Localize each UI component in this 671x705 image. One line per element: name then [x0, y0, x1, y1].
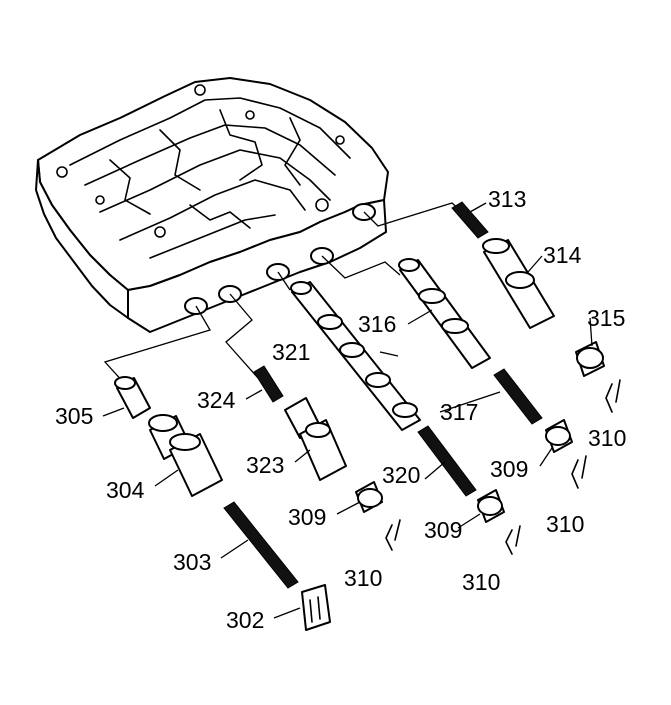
label-314: 314 [543, 242, 582, 268]
valve-assembly-3 [290, 281, 521, 555]
label-310-a: 310 [344, 565, 382, 591]
label-316: 316 [358, 311, 396, 337]
label-320: 320 [382, 462, 420, 488]
valve-assembly-1 [114, 376, 331, 631]
valve-assembly-5 [451, 201, 621, 413]
label-315: 315 [587, 305, 625, 331]
label-305: 305 [55, 403, 93, 429]
label-324: 324 [197, 387, 236, 413]
valve-assembly-4 [398, 258, 587, 489]
label-309-a: 309 [288, 504, 326, 530]
label-309-c: 309 [490, 456, 528, 482]
label-304: 304 [106, 477, 145, 503]
label-310-b: 310 [462, 569, 500, 595]
callout-leaders [102, 202, 593, 619]
label-302: 302 [226, 607, 264, 633]
label-317: 317 [440, 399, 478, 425]
label-309-b: 309 [424, 517, 462, 543]
label-303: 303 [173, 549, 211, 575]
label-310-c: 310 [546, 511, 584, 537]
valve-body [35, 77, 389, 333]
label-310-d: 310 [588, 425, 626, 451]
label-321: 321 [272, 339, 310, 365]
label-313: 313 [488, 186, 526, 212]
callout-labels: 305 304 303 302 324 323 309 310 321 320 … [55, 186, 626, 633]
valve-assembly-2 [253, 365, 401, 551]
label-323: 323 [246, 452, 284, 478]
